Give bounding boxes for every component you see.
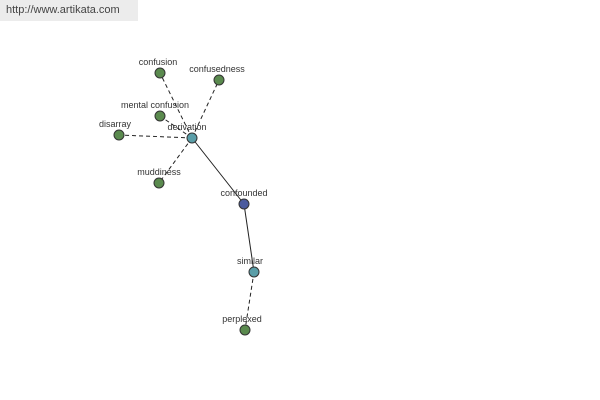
node-circle-perplexed[interactable] <box>239 324 251 336</box>
node-label-confounded: confounded <box>220 188 267 198</box>
node-similar[interactable]: similar <box>237 256 263 278</box>
edge-derivation-muddiness <box>158 137 193 184</box>
edge-confounded-derivation <box>191 137 245 205</box>
node-circle-confounded[interactable] <box>238 198 250 210</box>
node-label-muddiness: muddiness <box>137 167 181 177</box>
edge-derivation-confusion <box>159 72 193 139</box>
node-circle-derivation[interactable] <box>186 132 198 144</box>
node-label-mental-confusion: mental confusion <box>121 100 189 110</box>
edge-similar-perplexed <box>244 271 255 331</box>
node-circle-mental-confusion[interactable] <box>154 110 166 122</box>
node-label-confusedness: confusedness <box>189 64 245 74</box>
node-muddiness[interactable]: muddiness <box>137 167 181 189</box>
node-mental-confusion[interactable]: mental confusion <box>121 100 189 122</box>
node-label-similar: similar <box>237 256 263 266</box>
edge-confounded-similar <box>243 203 255 273</box>
url-link[interactable]: http://www.artikata.com <box>6 4 120 16</box>
node-label-derivation: derivation <box>167 122 206 132</box>
edge-derivation-disarray <box>118 134 193 139</box>
url-banner: http://www.artikata.com <box>0 0 138 21</box>
node-circle-similar[interactable] <box>248 266 260 278</box>
node-circle-muddiness[interactable] <box>153 177 165 189</box>
node-confounded[interactable]: confounded <box>220 188 268 210</box>
nodes-layer: confounded derivation similar confusion conf… <box>99 57 268 336</box>
node-perplexed[interactable]: perplexed <box>222 314 262 336</box>
node-circle-confusedness[interactable] <box>213 74 225 86</box>
node-circle-disarray[interactable] <box>113 129 125 141</box>
edges-layer <box>118 72 255 331</box>
edge-derivation-confusedness <box>191 79 220 139</box>
node-circle-confusion[interactable] <box>154 67 166 79</box>
node-confusedness[interactable]: confusedness <box>189 64 245 86</box>
node-derivation[interactable]: derivation <box>167 122 207 144</box>
node-label-disarray: disarray <box>99 119 132 129</box>
node-label-perplexed: perplexed <box>222 314 262 324</box>
node-disarray[interactable]: disarray <box>99 119 132 141</box>
node-confusion[interactable]: confusion <box>139 57 178 79</box>
node-label-confusion: confusion <box>139 57 178 67</box>
